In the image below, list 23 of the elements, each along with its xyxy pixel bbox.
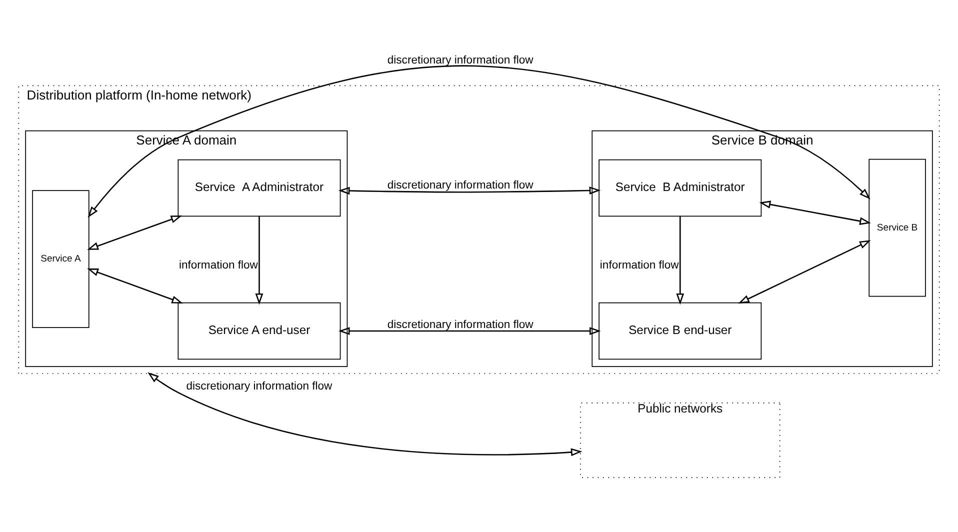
edge-label: discretionary information flow [387, 318, 534, 331]
arrow [738, 240, 871, 304]
node-box: Public networks [580, 402, 780, 478]
arrow [759, 200, 871, 225]
arrow [338, 186, 601, 195]
edge-label: discretionary information flow [387, 179, 534, 192]
node-box: Service A [32, 190, 90, 328]
edge-label: information flow [600, 259, 679, 272]
arrow [148, 372, 582, 456]
arrow [676, 216, 684, 305]
arrow [87, 268, 184, 304]
arrow [88, 65, 870, 218]
edge-label: discretionary information flow [186, 380, 332, 392]
edge-label: information flow [179, 259, 258, 272]
arrow [338, 327, 601, 335]
edge-label: discretionary information flow [387, 54, 534, 66]
node-box: Service A end-user [178, 302, 341, 360]
node-box: Service B end-user [598, 302, 762, 360]
node-box: Service A Administrator [178, 159, 341, 217]
node-box: Service B Administrator [598, 159, 762, 217]
arrow [87, 216, 182, 250]
arrow [255, 216, 264, 305]
node-box: Service B [868, 158, 926, 297]
